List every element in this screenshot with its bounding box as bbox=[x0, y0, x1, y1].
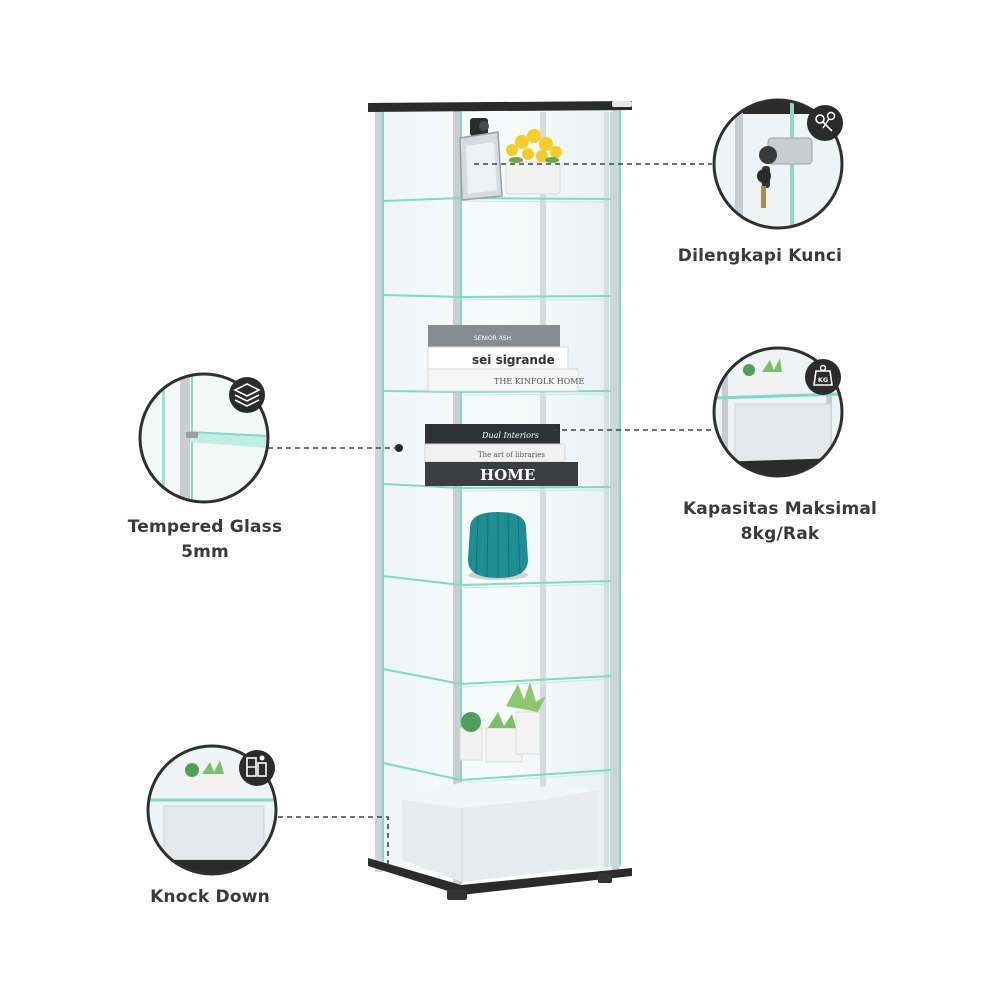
storage-box bbox=[402, 782, 598, 882]
cabinet-top-cap bbox=[368, 101, 632, 112]
connector-lines bbox=[268, 163, 712, 870]
weight-kg-icon: KG bbox=[805, 359, 841, 395]
book-spine-text: The art of libraries bbox=[478, 451, 545, 459]
cabinet-front-post-right bbox=[453, 110, 461, 885]
feature-label-line: 5mm bbox=[181, 542, 229, 562]
keys-icon bbox=[807, 105, 843, 141]
feature-label-line: 8kg/Rak bbox=[740, 524, 820, 544]
book-spine-text: SENIOR ASH bbox=[474, 335, 511, 342]
connector-knockdown bbox=[278, 816, 389, 870]
callout-lock bbox=[712, 98, 844, 230]
cabinet-front-post-left bbox=[375, 110, 383, 872]
feature-label-line: Knock Down bbox=[150, 887, 270, 907]
feature-label-lock: Dilengkapi Kunci bbox=[640, 244, 880, 269]
callout-tempered-glass bbox=[138, 372, 270, 504]
flower-pot bbox=[505, 129, 562, 195]
feature-label-capacity: Kapasitas Maksimal 8kg/Rak bbox=[660, 497, 900, 547]
callout-capacity: KG bbox=[712, 346, 844, 478]
book-stack-upper: SENIOR ASH sei sigrande THE KINFOLK HOME bbox=[427, 325, 585, 392]
book-spine-text: HOME bbox=[480, 466, 535, 484]
feature-label-line: Tempered Glass bbox=[127, 517, 283, 537]
book-spine-text: THE KINFOLK HOME bbox=[494, 377, 585, 386]
callout-knock-down bbox=[146, 744, 278, 876]
book-spine-text: sei sigrande bbox=[472, 353, 555, 367]
layers-icon bbox=[229, 377, 265, 413]
cabinet-side-post bbox=[612, 110, 619, 870]
cabinet-icon bbox=[239, 750, 275, 786]
cabinet-rear-post bbox=[540, 112, 546, 867]
glass-cabinet: SENIOR ASH sei sigrande THE KINFOLK HOME… bbox=[368, 101, 632, 900]
feature-label-line: Kapasitas Maksimal bbox=[682, 499, 878, 519]
photo-frame bbox=[459, 131, 503, 201]
book-stack-middle: Dual Interiors The art of libraries HOME bbox=[424, 424, 578, 486]
book-spine-text: Dual Interiors bbox=[481, 431, 539, 440]
cabinet-rear-post bbox=[604, 112, 609, 867]
feature-label-tempered-glass: Tempered Glass 5mm bbox=[85, 515, 325, 565]
shelf-clip-marker bbox=[395, 444, 403, 452]
teal-vase bbox=[468, 512, 528, 580]
feature-label-line: Dilengkapi Kunci bbox=[677, 246, 843, 266]
svg-text:KG: KG bbox=[818, 376, 828, 384]
feature-label-knock-down: Knock Down bbox=[90, 885, 330, 910]
succulent-plants bbox=[459, 682, 546, 763]
cabinet-base bbox=[368, 858, 632, 895]
